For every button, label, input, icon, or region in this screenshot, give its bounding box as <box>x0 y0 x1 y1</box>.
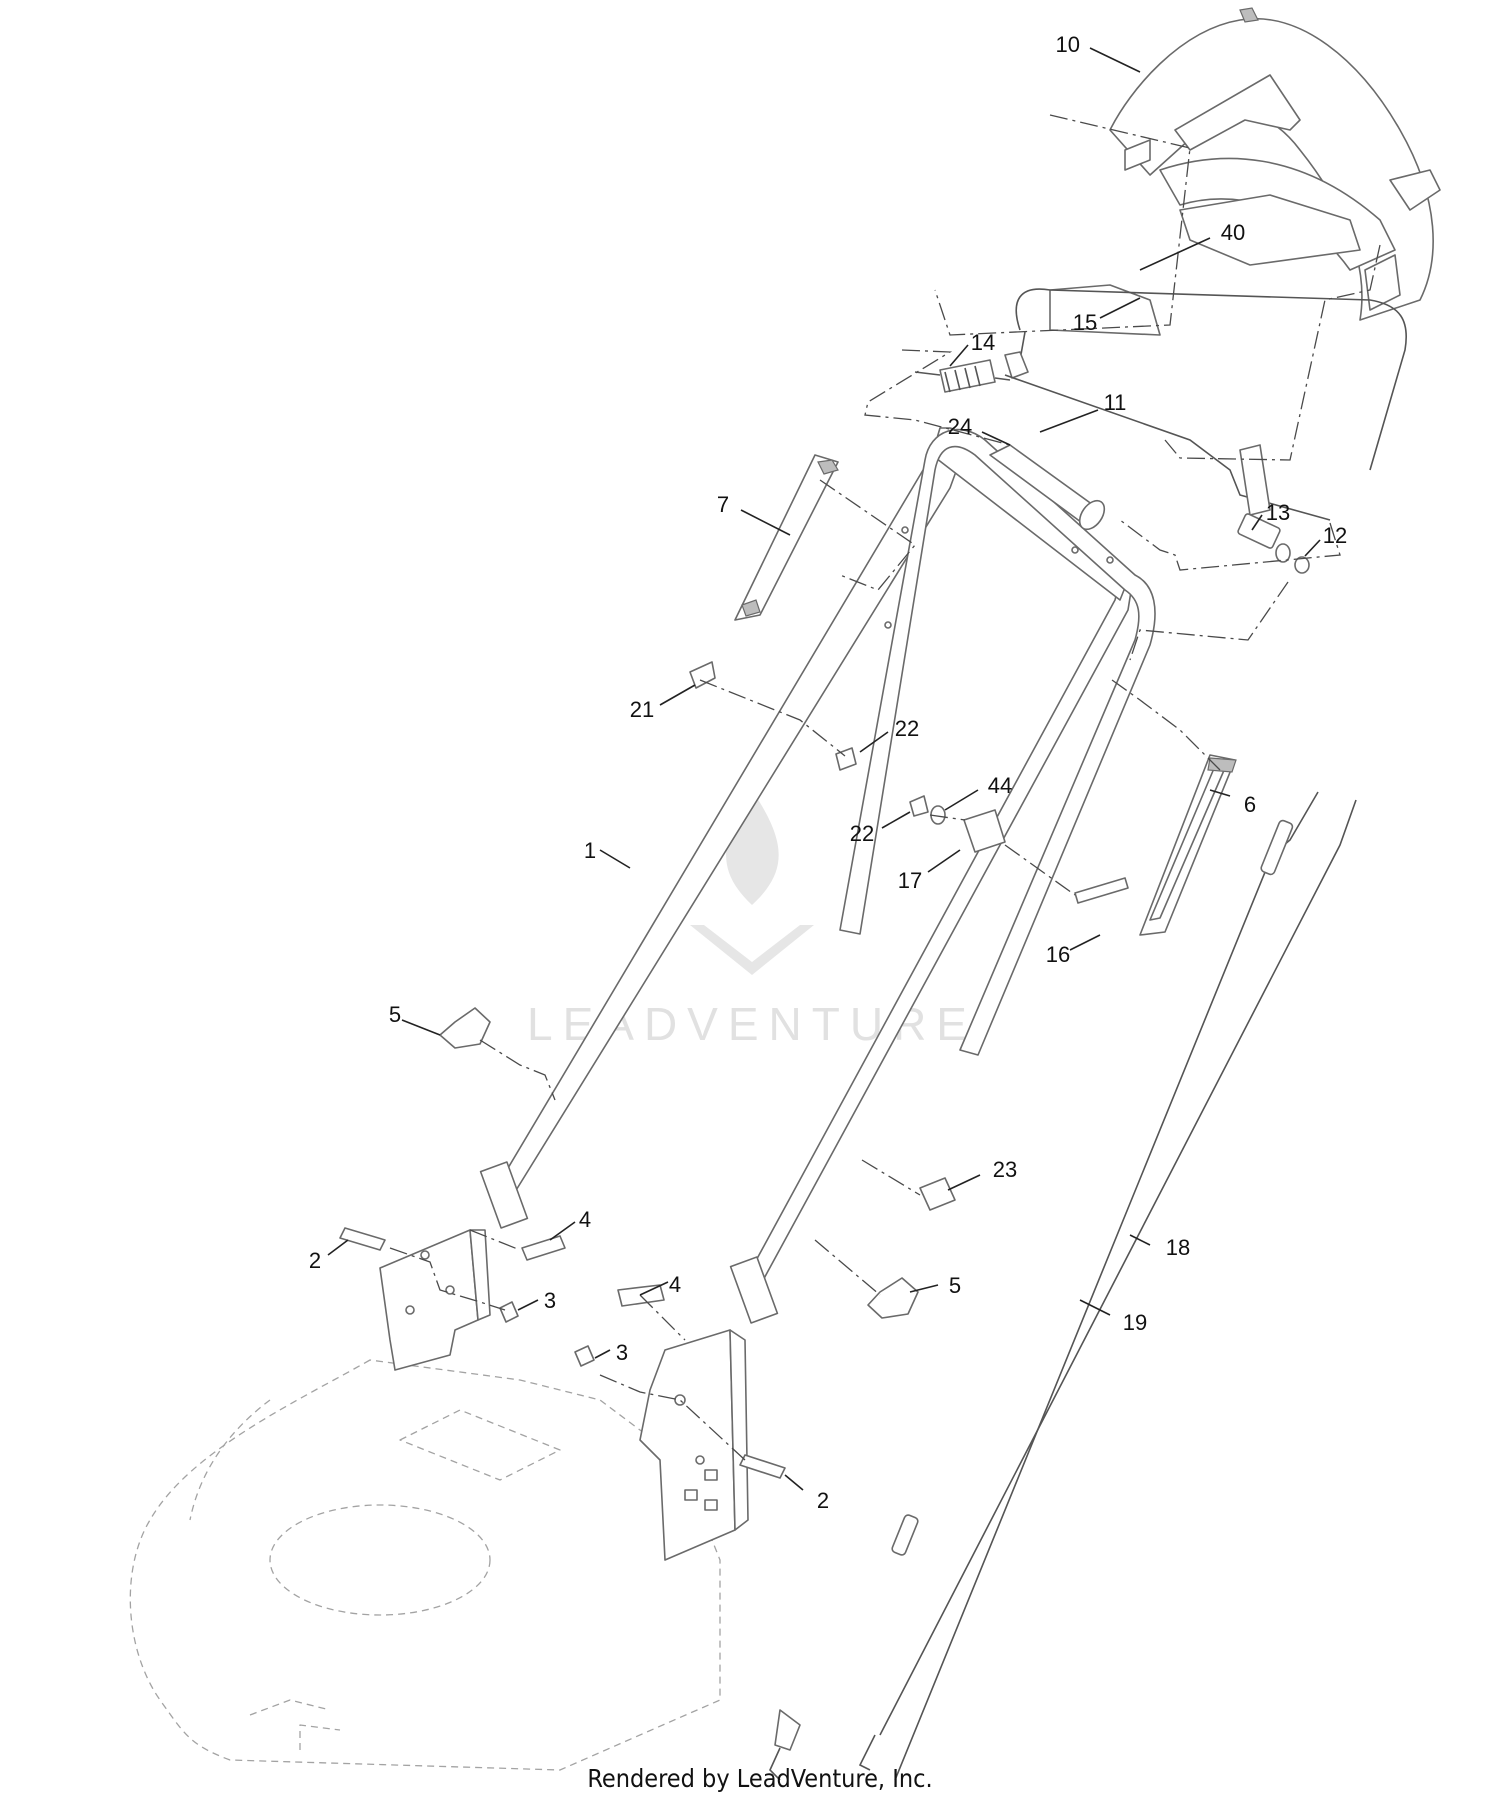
callout-44: 44 <box>988 773 1012 798</box>
mower-deck <box>129 1359 721 1771</box>
callout-22-mid: 22 <box>850 821 874 846</box>
pin-21 <box>689 661 716 689</box>
callout-14: 14 <box>971 330 995 355</box>
callout-24: 24 <box>948 414 972 439</box>
assembly-lines <box>389 114 1381 1461</box>
callout-5-left: 5 <box>389 1002 401 1027</box>
bolt-16 <box>1074 877 1129 904</box>
lower-bracket-left <box>379 1229 491 1371</box>
lower-handle <box>479 427 1133 1324</box>
control-cables <box>769 791 1357 1781</box>
nut-3-left <box>499 1301 519 1323</box>
watermark-v-icon <box>690 925 814 975</box>
callout-2-right: 2 <box>817 1488 829 1513</box>
console-handle <box>1049 7 1441 336</box>
callout-4-left: 4 <box>579 1207 591 1232</box>
callout-17: 17 <box>898 868 922 893</box>
callout-5-right: 5 <box>949 1273 961 1298</box>
callout-21: 21 <box>630 697 654 722</box>
callout-16: 16 <box>1046 942 1070 967</box>
knob-5-right <box>867 1277 919 1319</box>
callout-12: 12 <box>1323 523 1347 548</box>
callout-7: 7 <box>717 492 729 517</box>
rail-right <box>1139 754 1237 936</box>
lower-bracket-right <box>639 1329 749 1561</box>
callout-10: 10 <box>1056 32 1080 57</box>
callout-2-left: 2 <box>309 1248 321 1273</box>
rail-left <box>734 454 839 621</box>
callout-13: 13 <box>1266 500 1290 525</box>
callout-22-top: 22 <box>895 716 919 741</box>
nut-3-right <box>574 1345 595 1367</box>
callout-40: 40 <box>1221 220 1245 245</box>
bail-and-rod <box>1004 288 1407 521</box>
leader-lines <box>327 47 1321 1491</box>
callout-23: 23 <box>993 1157 1017 1182</box>
callouts: 10 40 15 14 11 24 13 12 7 21 22 44 22 6 … <box>309 32 1347 1513</box>
pin-2-right <box>739 1454 786 1479</box>
callout-6: 6 <box>1244 792 1256 817</box>
grip <box>989 444 1106 531</box>
nut-22-mid <box>909 795 929 817</box>
callout-18: 18 <box>1166 1235 1190 1260</box>
rod-end <box>1237 513 1310 574</box>
clip-17 <box>963 809 1006 853</box>
upper-handle <box>839 428 1156 1056</box>
callout-3-right: 3 <box>616 1340 628 1365</box>
callout-1: 1 <box>584 838 596 863</box>
callout-3-left: 3 <box>544 1288 556 1313</box>
callout-15: 15 <box>1073 310 1097 335</box>
pin-2-left <box>339 1227 386 1251</box>
callout-11: 11 <box>1104 390 1127 415</box>
spring <box>914 359 1011 393</box>
callout-4-right: 4 <box>669 1272 681 1297</box>
spacer-23 <box>919 1177 956 1211</box>
callout-19: 19 <box>1123 1310 1147 1335</box>
bolt-4-left <box>521 1235 566 1261</box>
footer-credit: Rendered by LeadVenture, Inc. <box>587 1764 932 1793</box>
